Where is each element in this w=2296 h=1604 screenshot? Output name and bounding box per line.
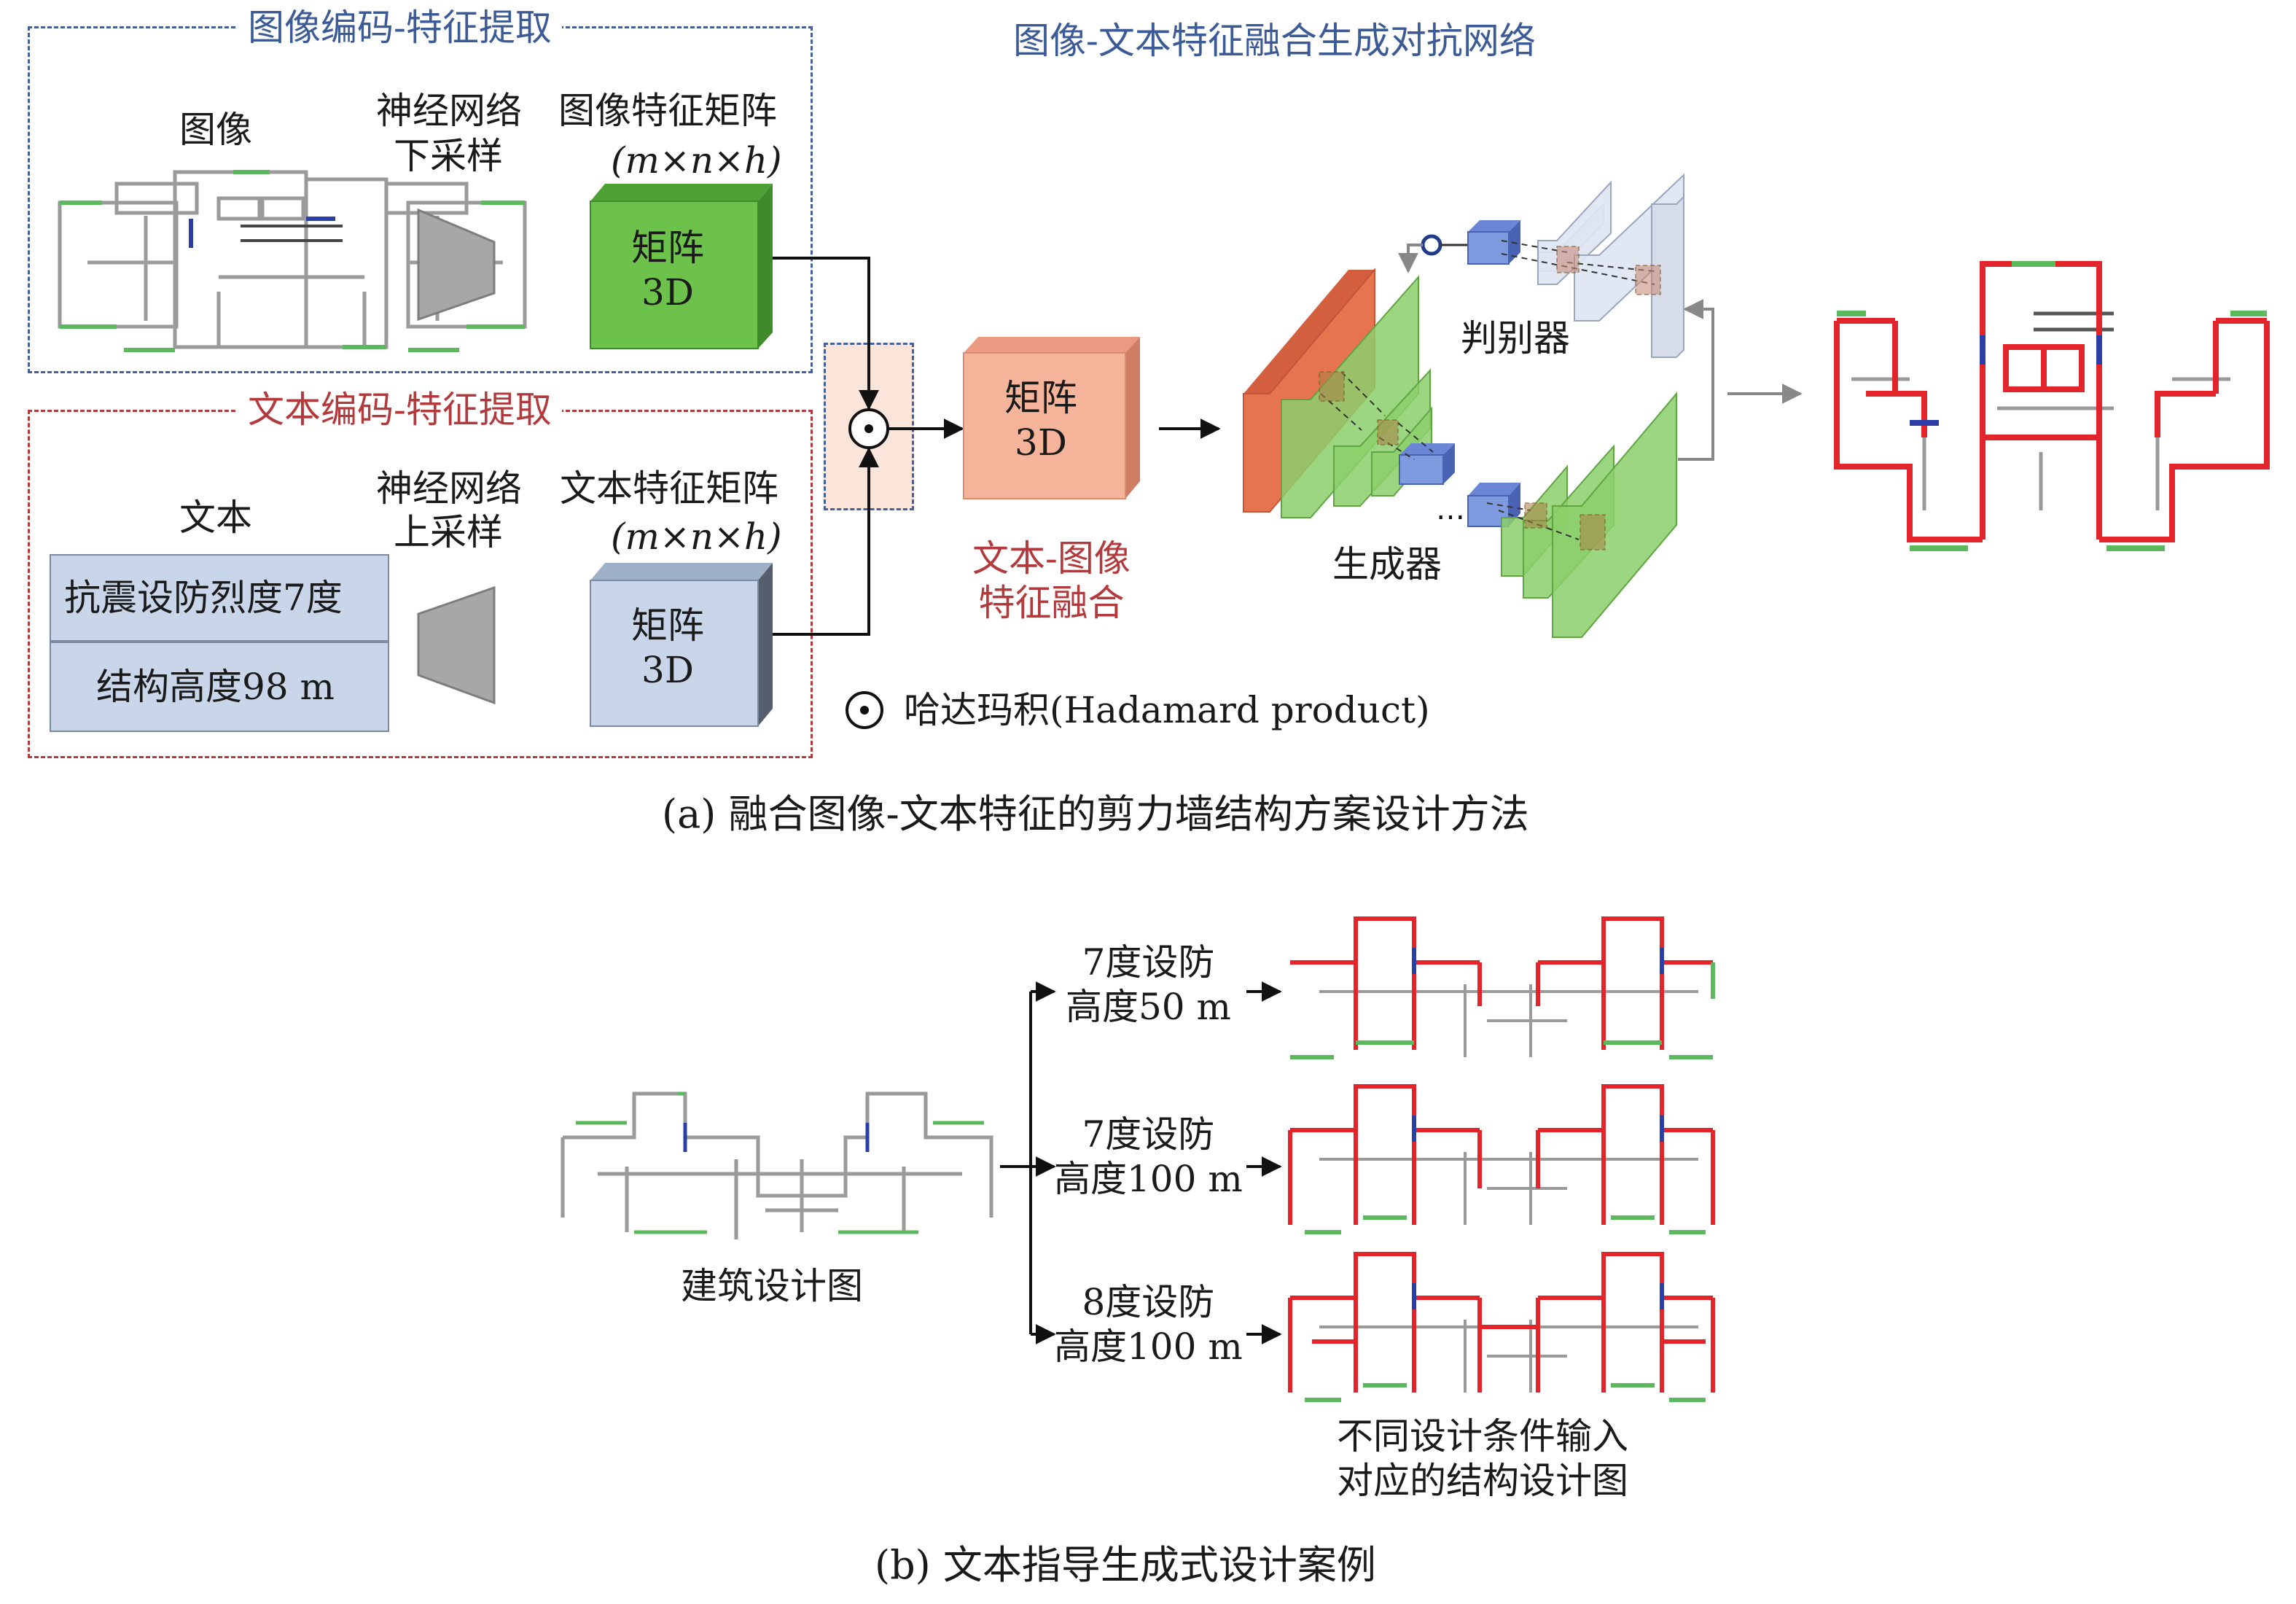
text-input-1: 抗震设防烈度7度 xyxy=(64,577,343,619)
caption-a: (a) 融合图像-文本特征的剪力墙结构方案设计方法 xyxy=(662,791,1529,837)
image-matrix-title: 图像特征矩阵 xyxy=(558,90,777,132)
result-plan-2 xyxy=(1288,1084,1715,1234)
downsample-label-2: 下采样 xyxy=(394,135,503,177)
text-group-title: 文本编码-特征提取 xyxy=(238,388,562,432)
condition-2: 7度设防高度100 m xyxy=(1054,1113,1243,1200)
downsample-trapezoid xyxy=(417,208,496,322)
upsample-label-2: 上采样 xyxy=(394,511,503,553)
svg-text:…: … xyxy=(1436,493,1465,526)
image-label: 图像 xyxy=(179,109,252,151)
discriminator-label: 判别器 xyxy=(1461,317,1570,359)
upsample-trapezoid xyxy=(417,585,496,705)
image-group-title: 图像编码-特征提取 xyxy=(238,6,562,50)
source-architectural-plan xyxy=(561,1091,993,1239)
fusion-label: 文本-图像特征融合 xyxy=(972,537,1131,624)
fused-matrix-cube xyxy=(963,337,1140,499)
result-plan-1 xyxy=(1290,916,1715,1059)
text-input-box-2 xyxy=(50,642,389,732)
generator-label: 生成器 xyxy=(1332,543,1442,585)
output-structural-plan xyxy=(1834,261,2270,551)
caption-b: (b) 文本指导生成式设计案例 xyxy=(875,1542,1376,1588)
text-input-2: 结构高度98 m xyxy=(96,666,335,708)
discriminator-network xyxy=(1398,173,1684,358)
text-label: 文本 xyxy=(179,497,252,539)
hadamard-legend: 哈达玛积(Hadamard product) xyxy=(904,689,1430,731)
upsample-label-1: 神经网络 xyxy=(376,467,522,510)
generator-network: … xyxy=(1243,268,1677,638)
downsample-label-1: 神经网络 xyxy=(376,90,522,132)
image-matrix-dims: (m×n×h) xyxy=(611,139,782,182)
source-plan-label: 建筑设计图 xyxy=(681,1265,863,1307)
text-matrix-cube xyxy=(590,563,773,727)
result-plan-3 xyxy=(1288,1252,1715,1402)
text-matrix-dims: (m×n×h) xyxy=(611,515,782,558)
image-matrix-cube xyxy=(590,184,773,349)
text-input-box-1 xyxy=(50,554,389,642)
text-matrix-title: 文本特征矩阵 xyxy=(560,467,778,510)
condition-1: 7度设防高度50 m xyxy=(1066,941,1231,1028)
output-label: 不同设计条件输入对应的结构设计图 xyxy=(1337,1415,1628,1502)
gan-title: 图像-文本特征融合生成对抗网络 xyxy=(1013,20,1536,62)
condition-3: 8度设防高度100 m xyxy=(1054,1281,1243,1368)
